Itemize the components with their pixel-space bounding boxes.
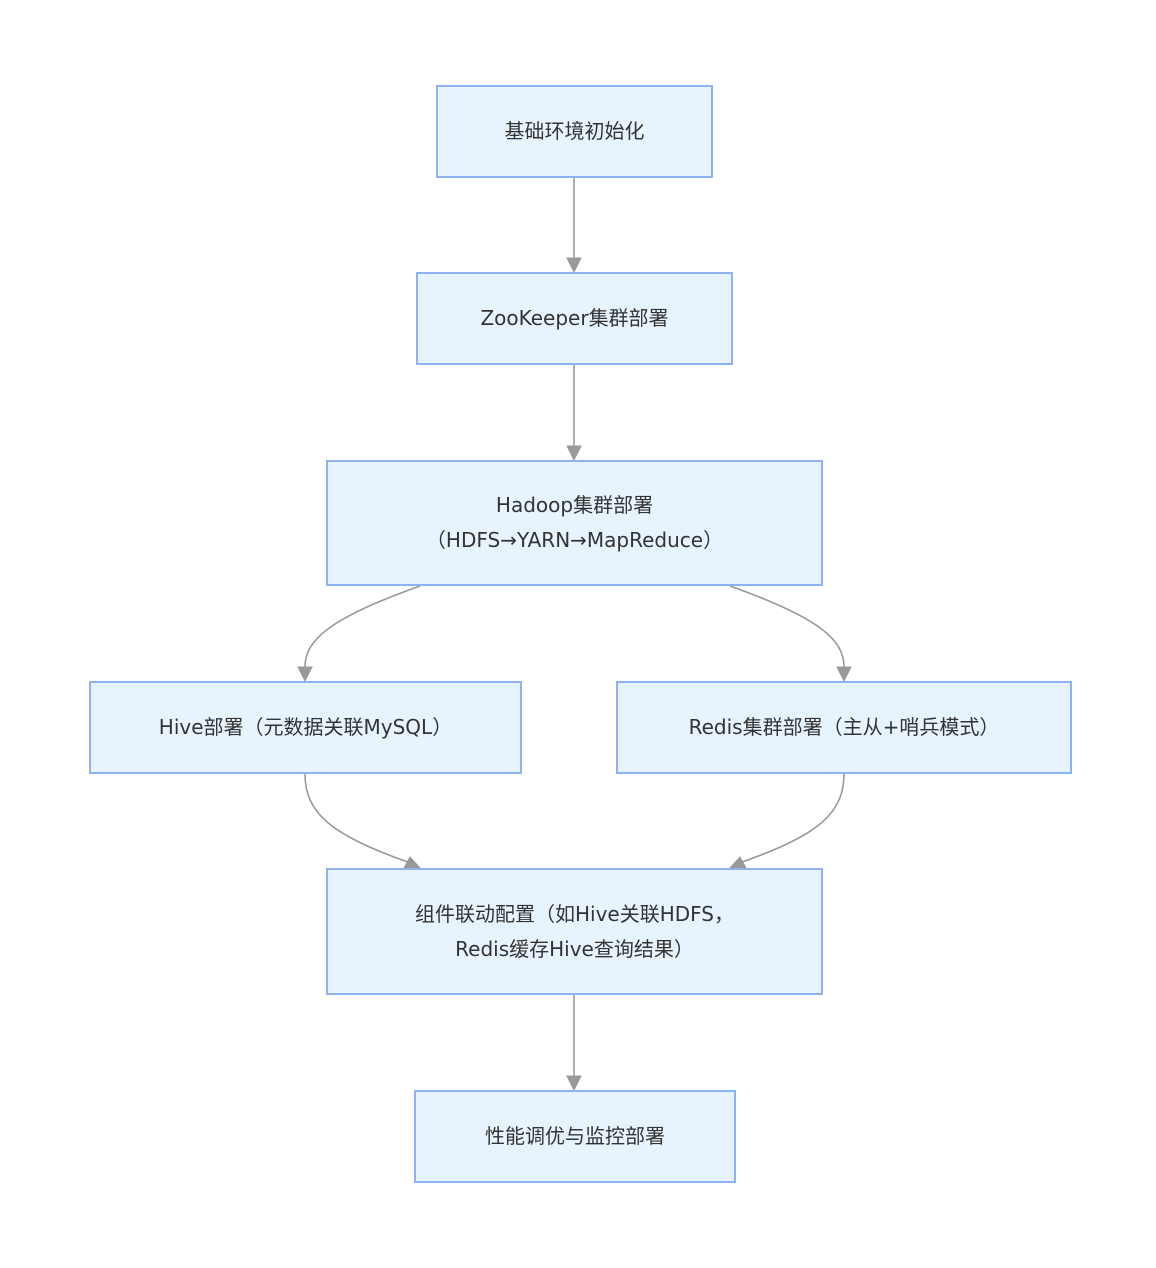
arrowhead-n2	[566, 257, 582, 274]
node-zookeeper-cluster[interactable]: ZooKeeper集群部署	[416, 272, 733, 365]
node-component-integration[interactable]: 组件联动配置（如Hive关联HDFS， Redis缓存Hive查询结果）	[326, 868, 823, 995]
arrowhead-n6-left	[403, 856, 422, 869]
node-redis-cluster[interactable]: Redis集群部署（主从+哨兵模式）	[616, 681, 1072, 774]
node-hive-deploy[interactable]: Hive部署（元数据关联MySQL）	[89, 681, 522, 774]
node-label-line1: 组件联动配置（如Hive关联HDFS，	[414, 901, 735, 926]
node-hadoop-cluster[interactable]: Hadoop集群部署 （HDFS→YARN→MapReduce）	[326, 460, 823, 586]
edge-n4-n6	[304, 773, 409, 863]
node-label: 性能调优与监控部署	[485, 1124, 665, 1148]
node-label-line2: Redis缓存Hive查询结果）	[455, 936, 694, 961]
arrowhead-n6-right	[728, 856, 747, 869]
node-label: Redis集群部署（主从+哨兵模式）	[688, 715, 1000, 739]
node-basic-environment-init[interactable]: 基础环境初始化	[436, 85, 713, 178]
edge-n3-n4	[304, 585, 421, 668]
arrowhead-n5	[836, 666, 852, 683]
node-label: ZooKeeper集群部署	[480, 306, 669, 330]
arrowhead-n4	[297, 666, 313, 683]
arrowhead-n7	[566, 1075, 582, 1092]
edge-n5-n6	[741, 773, 845, 863]
node-performance-monitoring[interactable]: 性能调优与监控部署	[414, 1090, 736, 1183]
arrowhead-n3	[566, 445, 582, 462]
edge-n3-n5	[729, 585, 845, 668]
node-label: Hive部署（元数据关联MySQL）	[158, 715, 453, 739]
node-label: 基础环境初始化	[504, 119, 645, 143]
node-label-line1: Hadoop集群部署	[495, 493, 654, 517]
node-label-line2: （HDFS→YARN→MapReduce）	[425, 528, 724, 552]
